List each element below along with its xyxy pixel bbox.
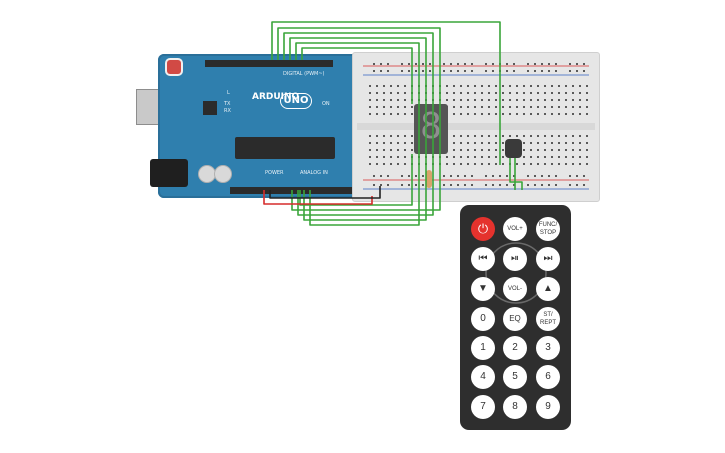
digit-0-button[interactable]: 0 — [471, 307, 495, 331]
wire-red[interactable] — [263, 190, 373, 205]
power-jack — [150, 159, 188, 187]
resistor[interactable] — [426, 170, 432, 188]
wire-black[interactable] — [269, 186, 381, 199]
atmega-chip — [235, 137, 335, 159]
play-pause-button[interactable]: ⏯ — [503, 247, 527, 271]
digit-7-button[interactable]: 7 — [471, 395, 495, 419]
power-label: POWER — [265, 170, 284, 176]
digit-1-button[interactable]: 1 — [471, 336, 495, 360]
next-button[interactable]: ⏭ — [536, 247, 560, 271]
capacitor-2 — [214, 165, 232, 183]
breadboard[interactable] — [352, 52, 600, 202]
l-label: L — [227, 90, 230, 96]
st-rept-button[interactable]: ST/ REPT — [536, 307, 560, 331]
arduino-uno-board[interactable] — [158, 54, 368, 198]
wire-green-5[interactable] — [295, 42, 420, 226]
wire-green-1[interactable] — [271, 21, 501, 165]
usb-chip — [203, 101, 217, 115]
tx-label: TX — [224, 101, 231, 107]
wire-green-3[interactable] — [283, 32, 434, 216]
digit-9-button[interactable]: 9 — [536, 395, 560, 419]
dpad-ring — [485, 242, 547, 304]
prev-button[interactable]: ⏮ — [471, 247, 495, 271]
power-analog-header — [230, 187, 356, 194]
arduino-logo-text: ARDUINO — [252, 92, 300, 102]
ir-receiver-sensor[interactable] — [505, 139, 522, 158]
wire-green-8[interactable] — [509, 158, 523, 190]
digit-2-button[interactable]: 2 — [503, 336, 527, 360]
digital-header — [205, 60, 333, 67]
digital-label: DIGITAL (PWM~) — [283, 71, 325, 77]
power-button[interactable]: ⏻ — [471, 217, 495, 241]
digit-6-button[interactable]: 6 — [536, 365, 560, 389]
digit-3-button[interactable]: 3 — [536, 336, 560, 360]
reset-button[interactable] — [167, 60, 181, 74]
on-label: ON — [322, 101, 330, 107]
wire-green-6[interactable] — [301, 47, 413, 104]
up-button[interactable]: ▲ — [536, 277, 560, 301]
vol-up-button[interactable]: VOL+ — [503, 217, 527, 241]
func-stop-button[interactable]: FUNC/ STOP — [536, 217, 560, 241]
board-name-badge: UNO — [280, 93, 312, 109]
ir-remote[interactable]: ⏻ VOL+ FUNC/ STOP ⏮ ⏯ ⏭ ▼ VOL- ▲ 0 EQ ST… — [460, 205, 571, 430]
breadboard-holes — [357, 63, 595, 190]
wire-green-4[interactable] — [289, 37, 427, 221]
analog-label: ANALOG IN — [300, 170, 328, 176]
digit-4-button[interactable]: 4 — [471, 365, 495, 389]
wire-green-2[interactable] — [277, 27, 441, 211]
digit-8-button[interactable]: 8 — [503, 395, 527, 419]
digit-5-button[interactable]: 5 — [503, 365, 527, 389]
rx-label: RX — [224, 108, 231, 114]
eq-button[interactable]: EQ — [503, 307, 527, 331]
vol-down-button[interactable]: VOL- — [503, 277, 527, 301]
down-button[interactable]: ▼ — [471, 277, 495, 301]
